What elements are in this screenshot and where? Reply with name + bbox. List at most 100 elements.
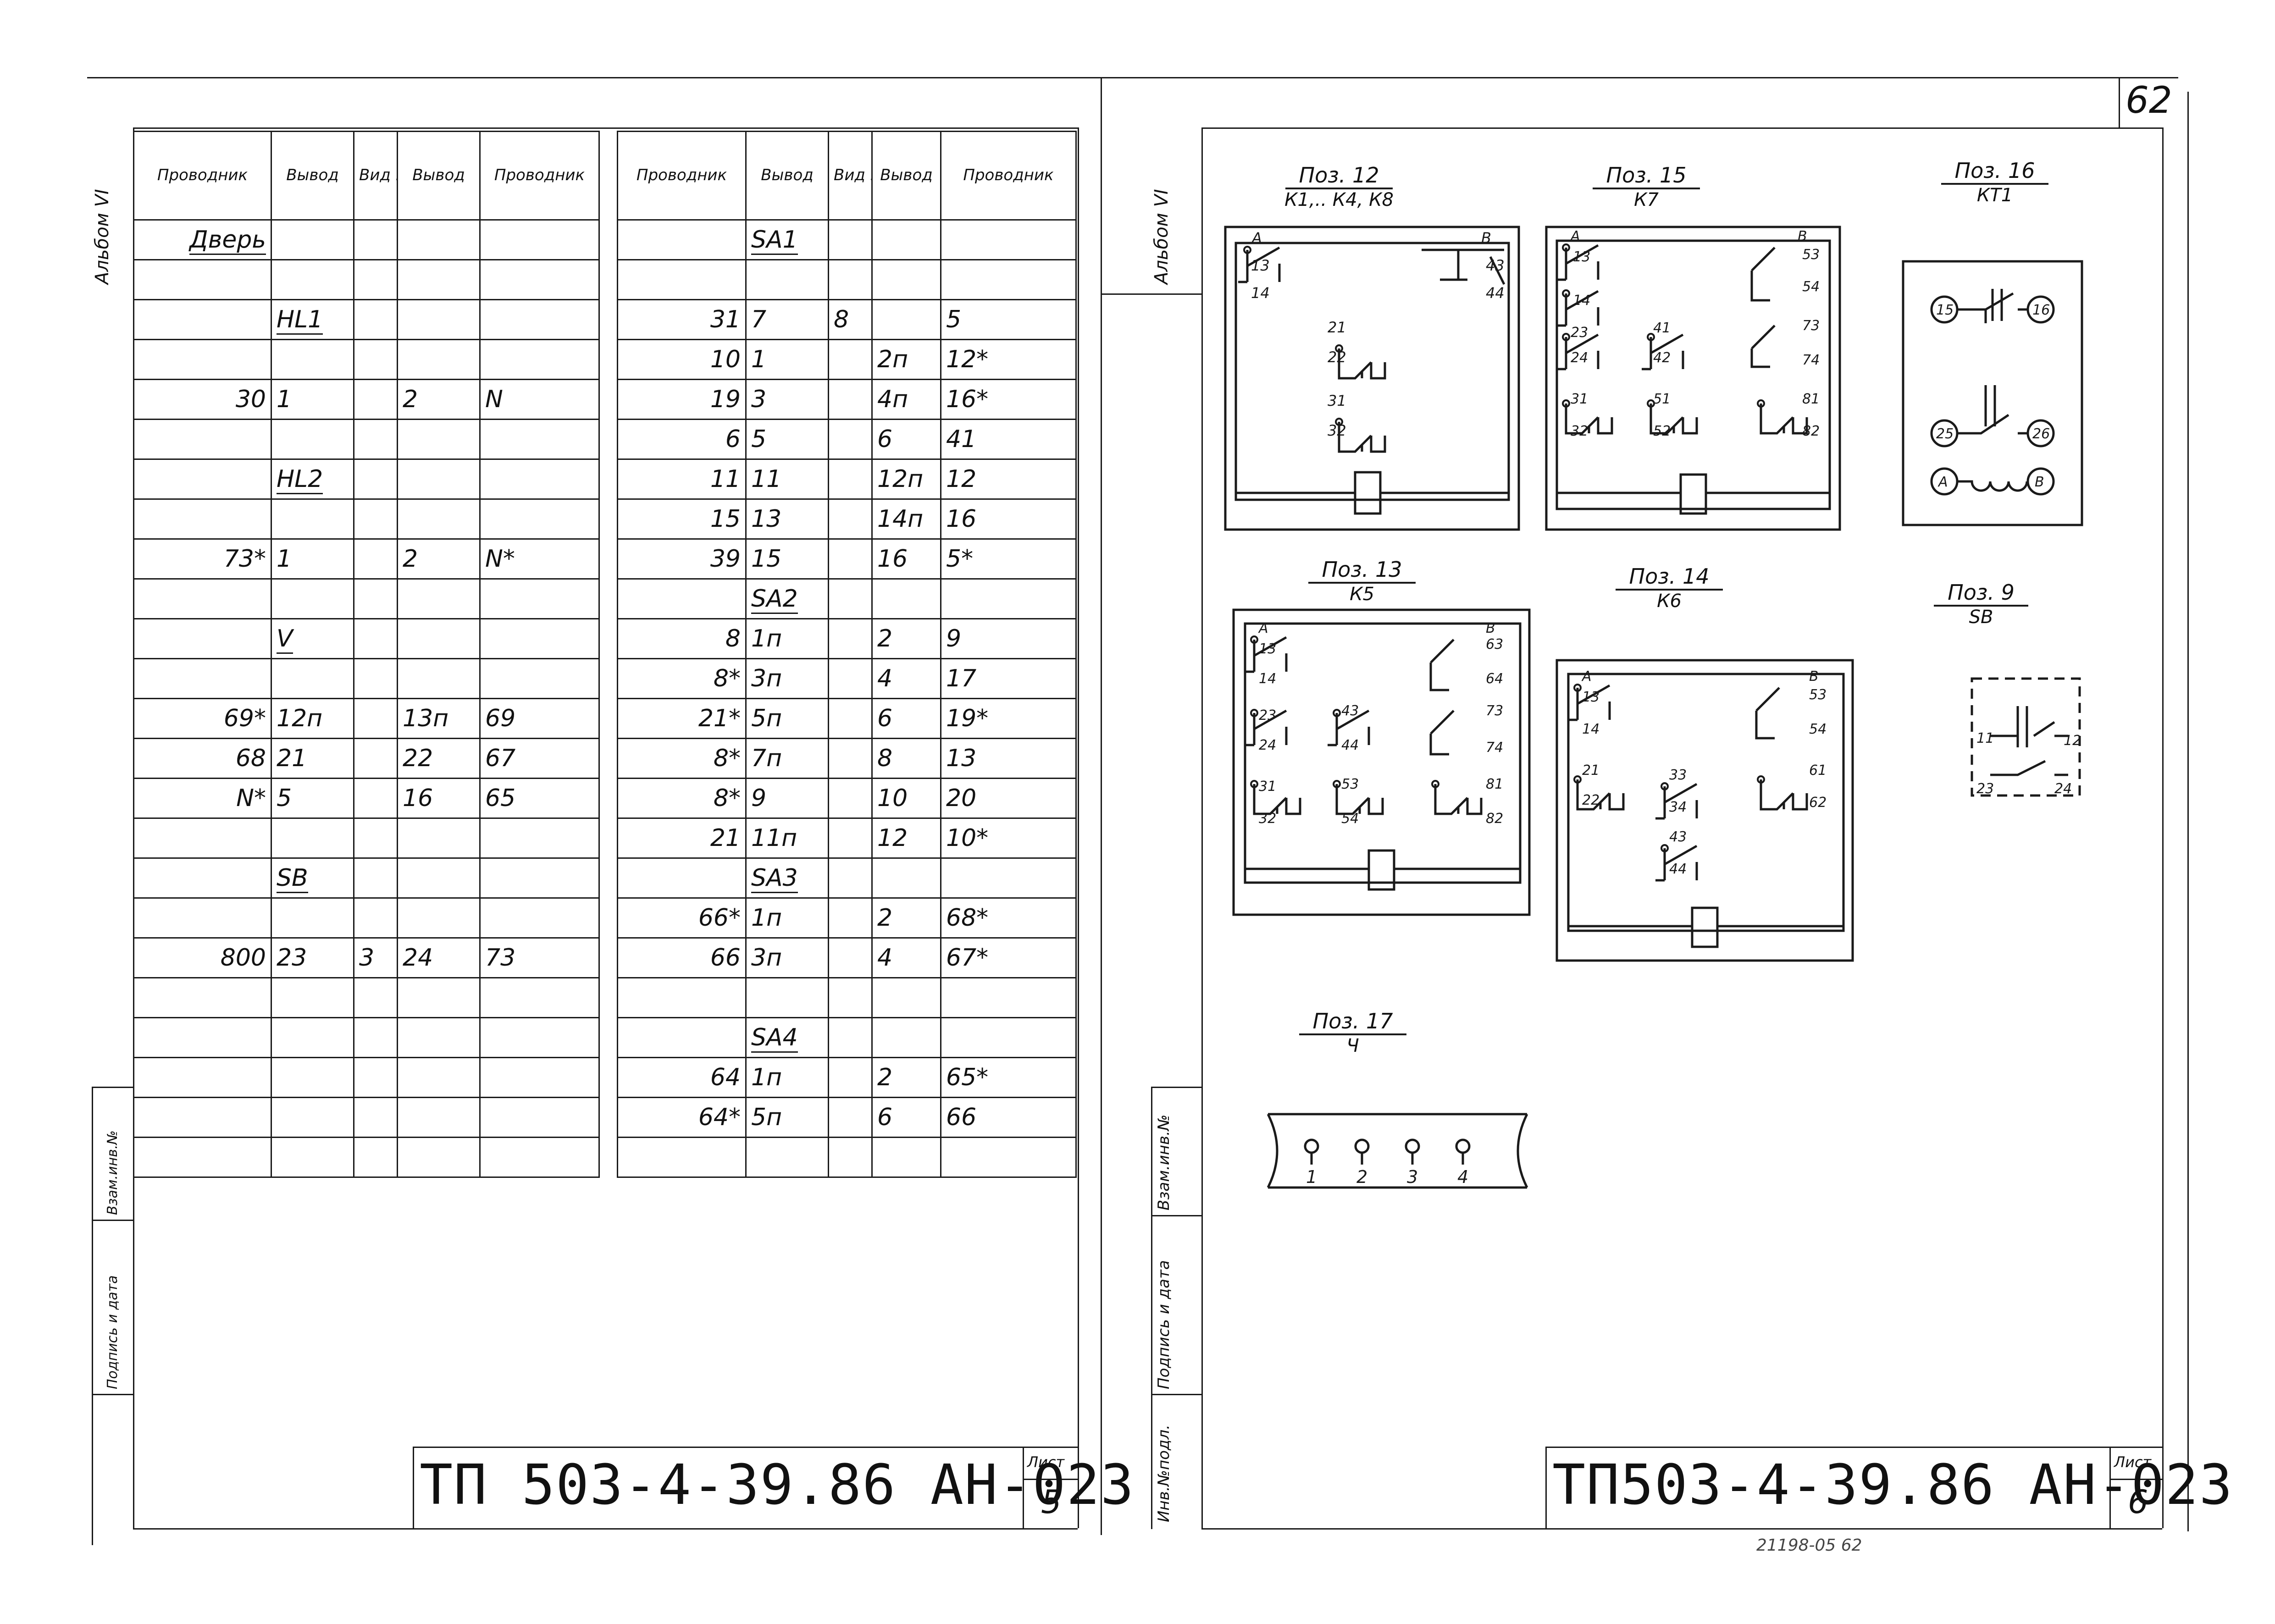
footer-note: 21198-05 62	[1756, 1536, 1862, 1555]
cell-value: 8*	[713, 665, 741, 692]
table-cell	[479, 1057, 600, 1098]
table-row	[133, 897, 600, 939]
cell-value: 5	[751, 425, 767, 453]
table-cell	[353, 977, 398, 1018]
table-cell	[479, 458, 600, 500]
table-cell: 30	[133, 379, 272, 420]
table-cell: 4	[871, 658, 941, 699]
table-cell: 11	[745, 458, 829, 500]
cell-value: 21	[710, 824, 741, 852]
table-cell	[828, 738, 873, 779]
table-cell	[828, 1057, 873, 1098]
table-cell: 73	[479, 937, 600, 978]
table-cell: 1	[271, 538, 354, 580]
table-cell: 12	[871, 818, 941, 859]
header-cell: Вывод	[871, 131, 941, 221]
cell-value: 5*	[946, 545, 974, 573]
table-cell: 22	[397, 738, 481, 779]
table-cell	[397, 1057, 481, 1098]
table-cell: 3п	[745, 937, 829, 978]
table-cell: 5	[271, 778, 354, 819]
cell-value: 64	[710, 1064, 741, 1091]
table-cell	[871, 1017, 941, 1058]
cell-value: 31	[710, 306, 741, 333]
svg-text:62: 62	[1809, 795, 1827, 811]
cell-value: 1	[277, 386, 292, 413]
table-cell: 66	[617, 937, 747, 978]
table-cell	[940, 219, 1077, 260]
table-row: SB	[133, 857, 600, 899]
table-row	[133, 1097, 600, 1138]
table-cell	[353, 259, 398, 300]
svg-text:26: 26	[2032, 426, 2050, 442]
svg-text:33: 33	[1669, 767, 1687, 783]
table-cell	[133, 818, 272, 859]
table-cell: 64*	[617, 1097, 747, 1138]
table-cell	[271, 339, 354, 380]
cell-value: 8	[834, 306, 849, 333]
table-cell	[479, 977, 600, 1018]
cell-value: 3	[359, 944, 375, 972]
table-cell	[828, 339, 873, 380]
cell-value: 8	[877, 745, 893, 772]
cell-value: N*	[485, 545, 515, 573]
table-cell: 5п	[745, 698, 829, 739]
table-cell	[745, 977, 829, 1018]
cell-value: 1п	[751, 625, 782, 652]
table-row	[133, 1137, 600, 1178]
table-cell: 66*	[617, 897, 747, 939]
table-cell: V	[271, 618, 354, 659]
cell-value: 2	[877, 1064, 893, 1091]
table-header: Проводник Вывод Вид кон-такта Вывод Пров…	[133, 131, 600, 221]
cell-value: 2	[403, 545, 418, 573]
table-cell	[397, 419, 481, 460]
table-cell	[133, 1057, 272, 1098]
table-row	[133, 1017, 600, 1058]
table-cell	[940, 1017, 1077, 1058]
table-cell	[940, 857, 1077, 899]
cell-value: 3п	[751, 944, 782, 972]
table-cell	[271, 1137, 354, 1178]
table-cell: 14п	[871, 498, 941, 540]
table-cell: SB	[271, 857, 354, 899]
table-cell: 2	[871, 618, 941, 659]
table-row	[133, 419, 600, 460]
table-cell: 24	[397, 937, 481, 978]
table-cell: 4	[871, 937, 941, 978]
cell-value: 5	[277, 784, 292, 812]
table-row	[133, 498, 600, 540]
table-cell	[133, 1017, 272, 1058]
cell-value: 10	[877, 784, 908, 812]
table-cell: 68*	[940, 897, 1077, 939]
table-row: SA1	[617, 219, 1077, 260]
table-cell	[479, 1017, 600, 1058]
table-cell: 16*	[940, 379, 1077, 420]
cell-value: 16*	[946, 386, 989, 413]
table-cell: 69	[479, 698, 600, 739]
table-cell: 13	[745, 498, 829, 540]
cell-value: 41	[946, 425, 977, 453]
cell-value: 68	[235, 745, 266, 772]
cell-value: 15	[751, 545, 782, 573]
table-cell: 67*	[940, 937, 1077, 978]
table-cell: 1п	[745, 897, 829, 939]
table-cell: 20	[940, 778, 1077, 819]
table-cell: 3	[745, 379, 829, 420]
table-cell	[617, 578, 747, 619]
svg-text:41: 41	[1653, 320, 1671, 336]
table-cell: SA4	[745, 1017, 829, 1058]
svg-text:54: 54	[1809, 721, 1827, 737]
table-cell: 1	[271, 379, 354, 420]
sheet-number-left: 5	[1041, 1483, 1062, 1521]
table-cell	[479, 219, 600, 260]
table-cell	[397, 618, 481, 659]
